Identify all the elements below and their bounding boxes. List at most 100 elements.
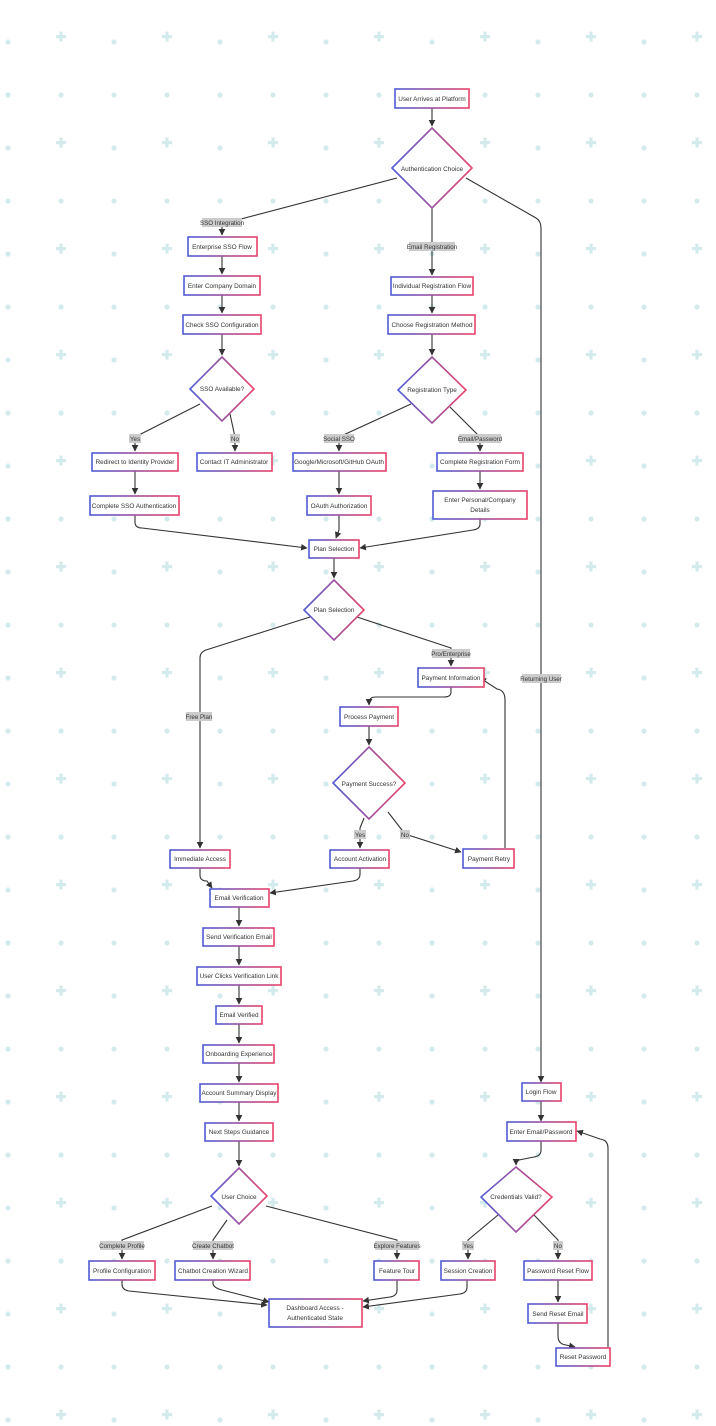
svg-text:Registration Type: Registration Type	[407, 387, 457, 394]
node-password-reset-flow: Password Reset Flow	[523, 1260, 593, 1281]
edge-regtype-email	[449, 406, 484, 452]
svg-text:Complete Registration Form: Complete Registration Form	[440, 459, 520, 466]
edge-immediate-to-verify	[199, 868, 213, 889]
svg-text:Complete SSO Authentication: Complete SSO Authentication	[92, 503, 177, 510]
svg-text:Credentials Valid?: Credentials Valid?	[490, 1194, 542, 1201]
node-credentials-valid: Credentials Valid?	[479, 1165, 554, 1234]
node-payment-retry: Payment Retry	[462, 848, 515, 869]
svg-text:Contact IT Administrator: Contact IT Administrator	[200, 459, 269, 466]
svg-text:Social SSO: Social SSO	[323, 436, 355, 443]
svg-text:Enterprise SSO Flow: Enterprise SSO Flow	[192, 244, 252, 251]
edge-auth-to-login	[465, 177, 545, 1083]
node-registration-type: Registration Type	[396, 355, 468, 425]
svg-text:Details: Details	[470, 507, 490, 514]
svg-text:Session Creation: Session Creation	[444, 1268, 493, 1275]
svg-text:Payment Retry: Payment Retry	[468, 856, 511, 863]
edge-plan-pro	[356, 616, 455, 667]
edge-label-yes-sso: Yes	[129, 434, 141, 443]
svg-text:Returning User: Returning User	[520, 676, 562, 683]
svg-text:Feature Tour: Feature Tour	[379, 1268, 416, 1275]
svg-text:Send Verification Email: Send Verification Email	[206, 934, 272, 941]
svg-text:Email Verified: Email Verified	[219, 1012, 259, 1019]
svg-text:Chatbot Creation Wizard: Chatbot Creation Wizard	[178, 1268, 248, 1275]
node-onboarding-experience: Onboarding Experience	[202, 1044, 275, 1064]
node-individual-registration-flow: Individual Registration Flow	[390, 276, 474, 296]
edge-auth-to-enterprise	[218, 177, 398, 236]
edge-credentials-yes	[464, 1214, 499, 1260]
node-complete-registration-form: Complete Registration Form	[436, 452, 524, 472]
node-feature-tour: Feature Tour	[373, 1260, 420, 1281]
svg-text:Yes: Yes	[130, 436, 140, 443]
edge-label-yes-payment: Yes	[354, 830, 366, 839]
svg-text:Login Flow: Login Flow	[526, 1089, 557, 1096]
node-email-verified: Email Verified	[215, 1005, 263, 1025]
node-plan-selection-step: Plan Selection	[308, 539, 360, 559]
edge-send-to-reset	[557, 1323, 576, 1349]
node-send-reset-email: Send Reset Email	[527, 1303, 588, 1324]
svg-text:Check SSO Configuration: Check SSO Configuration	[185, 322, 259, 329]
edge-feature-to-dashboard	[362, 1280, 398, 1304]
svg-text:Payment Success?: Payment Success?	[342, 781, 397, 788]
nodes: User Arrives at Platform Authentication …	[88, 88, 611, 1367]
node-redirect-identity-provider: Redirect to Identity Provider	[91, 452, 179, 472]
svg-text:User Arrives at Platform: User Arrives at Platform	[398, 96, 465, 103]
svg-text:Authenticated State: Authenticated State	[287, 1315, 343, 1322]
edge-chatbot-to-dashboard	[212, 1280, 270, 1304]
node-user-arrives: User Arrives at Platform	[394, 88, 470, 109]
edge-label-no-payment: No	[400, 830, 410, 839]
svg-text:Create Chatbot: Create Chatbot	[192, 1243, 234, 1250]
node-complete-sso-auth: Complete SSO Authentication	[89, 495, 180, 516]
edge-label-free-plan: Free Plan	[186, 712, 213, 721]
svg-text:Pro/Enterprise: Pro/Enterprise	[431, 651, 471, 658]
svg-text:Plan Selection: Plan Selection	[314, 607, 355, 614]
edge-success-no	[387, 811, 462, 854]
node-process-payment: Process Payment	[339, 706, 399, 727]
svg-text:Account Summary Display: Account Summary Display	[202, 1090, 278, 1097]
svg-text:Process Payment: Process Payment	[344, 714, 394, 721]
edge-label-no-sso: No	[230, 434, 240, 443]
svg-text:Enter Company Domain: Enter Company Domain	[188, 283, 257, 290]
edge-label-complete-profile: Complete Profile	[99, 1241, 145, 1250]
edge-label-returning-user: Returning User	[520, 674, 562, 683]
svg-text:Authentication Choice: Authentication Choice	[401, 166, 464, 173]
node-payment-success: Payment Success?	[331, 745, 407, 821]
svg-text:Complete Profile: Complete Profile	[99, 1243, 145, 1250]
edge-label-email-password: Email/Password	[458, 434, 503, 443]
svg-text:Account Activation: Account Activation	[334, 856, 387, 863]
svg-text:Individual Registration Flow: Individual Registration Flow	[393, 283, 472, 290]
svg-text:Password Reset Flow: Password Reset Flow	[527, 1268, 589, 1275]
node-oauth-providers: Google/Microsoft/GitHub OAuth	[292, 452, 387, 472]
svg-text:Reset Password: Reset Password	[560, 1354, 607, 1361]
edges	[118, 108, 609, 1349]
node-user-clicks-verification-link: User Clicks Verification Link	[196, 966, 282, 986]
edge-session-to-dashboard	[362, 1280, 468, 1310]
edge-profile-to-dashboard	[121, 1280, 268, 1308]
edge-reset-to-enter	[576, 1129, 609, 1347]
node-email-verification: Email Verification	[209, 888, 270, 908]
edge-details-to-plan	[359, 519, 481, 551]
node-login-flow: Login Flow	[521, 1082, 562, 1102]
node-check-sso-configuration: Check SSO Configuration	[182, 314, 262, 335]
node-contact-it-admin: Contact IT Administrator	[196, 452, 273, 472]
edge-label-pro-enterprise: Pro/Enterprise	[431, 649, 471, 658]
svg-text:Send Reset Email: Send Reset Email	[532, 1311, 583, 1318]
svg-text:Plan Selection: Plan Selection	[314, 546, 355, 553]
edge-sso-no	[229, 413, 239, 452]
svg-text:User Choice: User Choice	[221, 1194, 257, 1201]
edge-regtype-social	[335, 403, 412, 452]
node-enterprise-sso-flow: Enterprise SSO Flow	[187, 236, 258, 257]
svg-text:Email/Password: Email/Password	[458, 436, 503, 443]
edge-retry-to-payinfo	[479, 677, 506, 848]
edge-label-yes-credentials: Yes	[462, 1241, 474, 1250]
node-user-choice: User Choice	[209, 1166, 269, 1226]
svg-text:Explore Features: Explore Features	[373, 1243, 420, 1250]
node-choose-registration-method: Choose Registration Method	[387, 314, 476, 335]
svg-text:Choose Registration Method: Choose Registration Method	[392, 322, 473, 329]
edge-choice-feature	[265, 1205, 401, 1260]
svg-text:Yes: Yes	[355, 832, 365, 839]
node-account-summary-display: Account Summary Display	[199, 1083, 279, 1103]
svg-text:Google/Microsoft/GitHub OAuth: Google/Microsoft/GitHub OAuth	[294, 459, 384, 466]
edge-label-explore-features: Explore Features	[373, 1241, 421, 1250]
